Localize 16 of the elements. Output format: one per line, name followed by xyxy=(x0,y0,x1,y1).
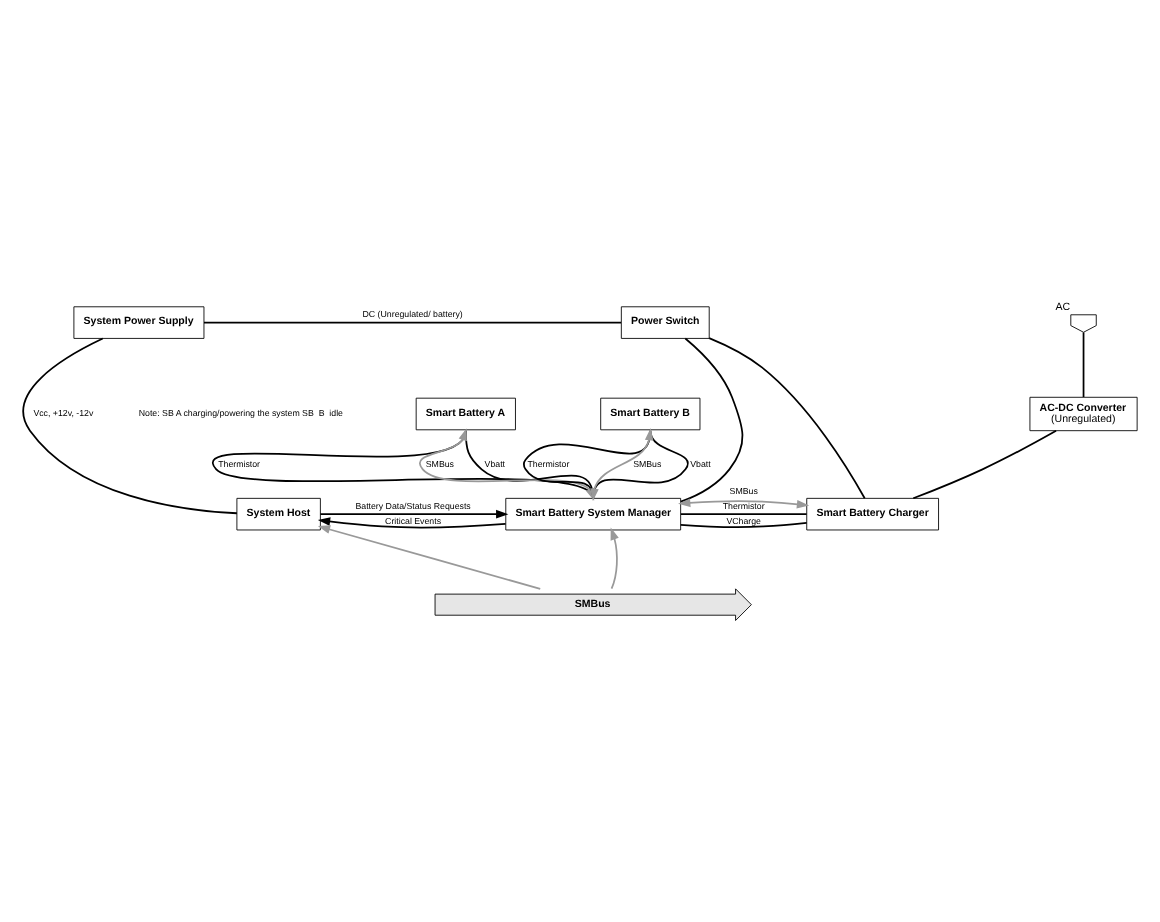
connector xyxy=(592,429,689,500)
connector xyxy=(22,337,238,515)
connector xyxy=(679,521,808,529)
arrow xyxy=(317,517,507,529)
connector xyxy=(680,513,808,516)
arrow xyxy=(678,498,810,509)
connector xyxy=(1082,331,1085,398)
arrow xyxy=(610,527,619,590)
connector xyxy=(203,321,622,324)
connector xyxy=(912,429,1057,500)
arrow xyxy=(590,428,654,501)
arrow xyxy=(319,509,509,519)
connector xyxy=(708,337,866,500)
connector xyxy=(679,337,744,503)
node-plug xyxy=(1070,314,1097,333)
arrow xyxy=(317,525,542,590)
